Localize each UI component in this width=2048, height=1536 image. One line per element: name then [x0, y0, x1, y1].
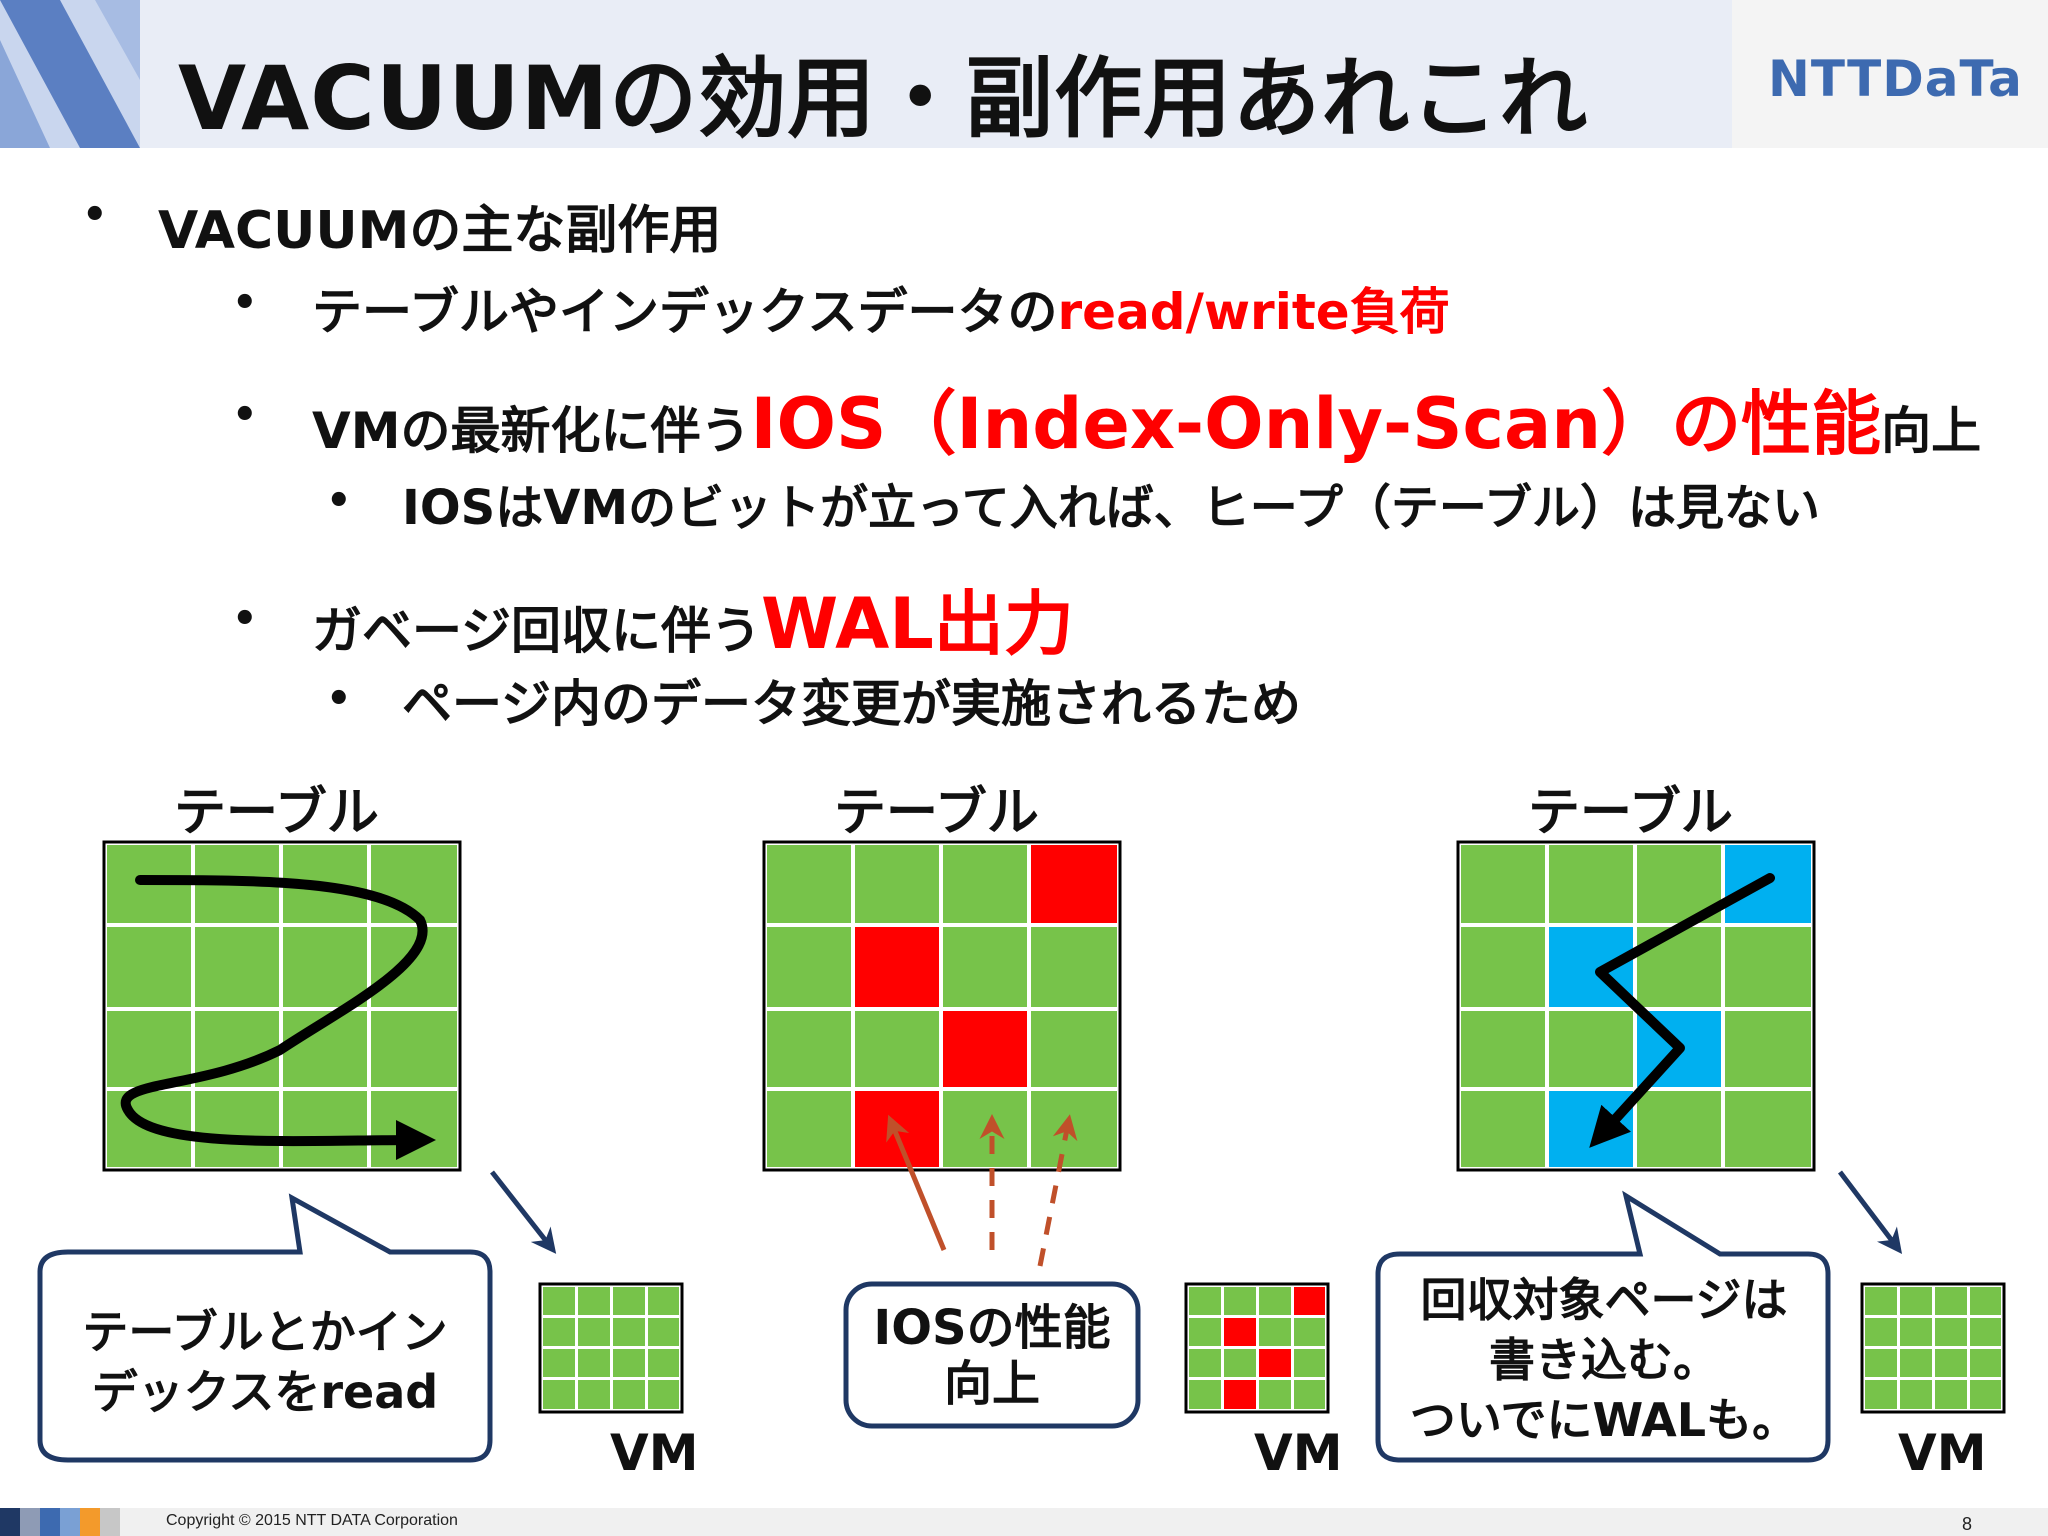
- ntt-data-logo: NTTDaTa: [1768, 50, 2023, 108]
- bullet-text: テーブルやインデックスデータの: [312, 283, 1058, 341]
- vm-grid-3: [1860, 1282, 2006, 1414]
- callout-bubble-1: [37, 1193, 493, 1463]
- logo-area: [1732, 0, 2048, 148]
- vm-label-1: VM: [610, 1424, 699, 1482]
- bullet-text: ガベージ回収に伴う: [312, 602, 761, 660]
- highlight-performance: の性能: [1671, 383, 1882, 465]
- highlight-ios: IOS（Index-Only-Scan）: [750, 383, 1672, 465]
- callout-line: テーブルとかイン: [82, 1305, 448, 1359]
- callout-line: IOSの性能: [873, 1300, 1111, 1356]
- title-band: [140, 0, 1732, 148]
- callout-line: 向上: [943, 1356, 1040, 1412]
- bullet-text: 向上: [1881, 402, 1982, 460]
- vm-label-2: VM: [1254, 1424, 1343, 1482]
- bullet-text: VMの最新化に伴う: [312, 402, 751, 460]
- callout-text-wal: 回収対象ページは 書き込む。 ついでにWALも。: [1390, 1270, 1818, 1450]
- bullet-marker: •: [232, 280, 258, 326]
- callout-line: 回収対象ページは: [1420, 1273, 1788, 1327]
- bullet-marker: •: [232, 392, 258, 438]
- ios-arrow-solid: [886, 1114, 947, 1251]
- vm-arrow-3: [1838, 1170, 1903, 1254]
- callout-line: 書き込む。: [1489, 1333, 1719, 1387]
- table-label-3: テーブル: [1528, 783, 1733, 843]
- vm-grid-2: [1184, 1282, 1330, 1414]
- bullet-marker: •: [326, 478, 352, 524]
- vm-arrow-1: [490, 1170, 557, 1254]
- callout-line: ついでにWALも。: [1409, 1393, 1799, 1447]
- bullet-page-data-change: ページ内のデータ変更が実施されるため: [402, 675, 1301, 733]
- bullet-marker: •: [232, 596, 258, 642]
- ios-arrow-dashed: [1037, 1114, 1078, 1267]
- highlight-text: read/write負荷: [1057, 283, 1450, 341]
- table-label-2: テーブル: [834, 783, 1039, 843]
- slide-title: VACUUMの効用・副作用あれこれ: [178, 47, 1589, 150]
- bullet-read-write-load: テーブルやインデックスデータのread/write負荷: [312, 272, 1450, 344]
- scan-path-arrow: [120, 875, 436, 1161]
- vm-label-3: VM: [1898, 1424, 1987, 1482]
- bullet-ios-vm-bit: IOSはVMのビットが立って入れば、ヒープ（テーブル）は見ない: [402, 480, 1820, 536]
- bullet-ios-performance: VMの最新化に伴うIOS（Index-Only-Scan）の性能向上: [312, 368, 1981, 469]
- page-number: 8: [1962, 1514, 1973, 1534]
- bullet-main-side-effects: VACUUMの主な副作用: [158, 201, 722, 261]
- table-grid-ios: [762, 840, 1122, 1267]
- highlight-wal: WAL出力: [761, 583, 1074, 665]
- corner-decoration: [0, 0, 140, 148]
- write-path-arrow: [1589, 873, 1775, 1148]
- table-grid-read: [102, 840, 462, 1172]
- callout-bubble-3: [1375, 1190, 1831, 1463]
- table-grid-wal: [1456, 840, 1816, 1172]
- footer-strip: [0, 1508, 2048, 1536]
- callout-box-2: [843, 1281, 1141, 1429]
- footer-color-bar: [0, 1508, 120, 1536]
- table-label-1: テーブル: [174, 783, 379, 843]
- slide-header: VACUUMの効用・副作用あれこれ NTTDaTa: [0, 0, 2048, 150]
- callout-line: デックスをread: [91, 1365, 439, 1419]
- copyright: Copyright © 2015 NTT DATA Corporation: [166, 1512, 458, 1529]
- bullet-wal-output: ガベージ回収に伴うWAL出力: [312, 568, 1074, 669]
- bullet-marker: •: [326, 676, 352, 722]
- callout-text-ios: IOSの性能 向上: [852, 1300, 1132, 1412]
- vm-grid-1: [538, 1282, 684, 1414]
- callout-text-read: テーブルとかイン デックスをread: [70, 1302, 460, 1422]
- bullet-marker: •: [82, 192, 108, 238]
